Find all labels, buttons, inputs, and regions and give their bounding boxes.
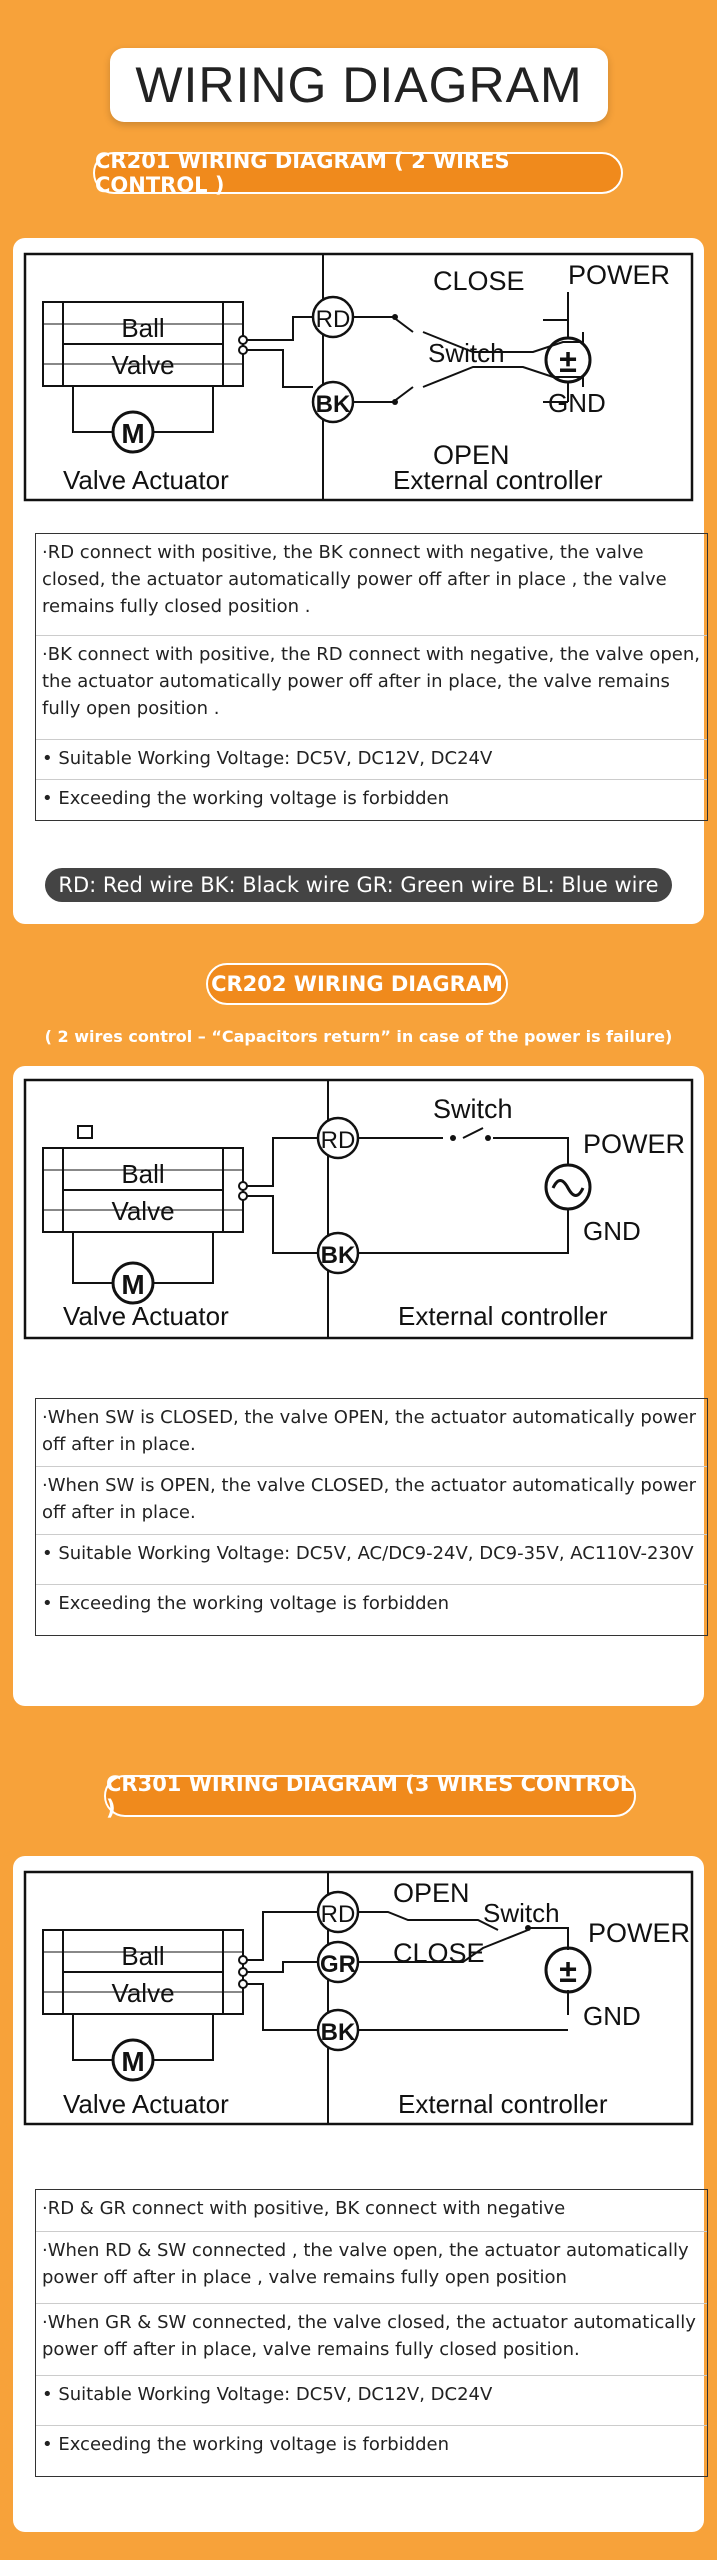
external-controller-label: External controller [398,2089,608,2119]
note-item: ·When GR & SW connected, the valve close… [36,2304,707,2376]
note-item: • Exceeding the working voltage is forbi… [42,2434,450,2455]
note-item: ·When SW is OPEN, the valve CLOSED, the … [36,1467,707,1535]
note-item: ·When SW is CLOSED, the valve OPEN, the … [36,1399,707,1467]
note-item: • Suitable Working Voltage: DC5V, DC12V,… [36,740,707,780]
note-item: • Exceeding the working voltage is forbi… [42,1593,450,1614]
note-item: • Exceeding the working voltage is forbi… [42,788,450,809]
valve-label: Valve [111,1196,174,1226]
card-cr201: Ball Valve M RD BK Switch CLOSE OPEN POW [13,238,708,924]
bk-label: BK [316,391,351,418]
dc-source-icon: ± [559,343,577,379]
gnd-label: GND [583,2001,641,2031]
ball-label: Ball [121,1941,164,1971]
close-label: CLOSE [433,266,525,296]
ball-label: Ball [121,1159,164,1189]
close-label: CLOSE [393,1938,485,1968]
note-item: ·BK connect with positive, the RD connec… [36,636,707,740]
switch-label: Switch [433,1094,513,1124]
bk-label: BK [321,1242,356,1269]
gnd-label: GND [583,1216,641,1246]
notes-cr301: ·RD & GR connect with positive, BK conne… [35,2189,708,2477]
open-label: OPEN [433,440,510,470]
card-cr202: Ball Valve M RD BK Switch POWER GND Valv… [13,1066,708,1706]
wiring-diagram-cr201: Ball Valve M RD BK Switch CLOSE OPEN POW [23,252,694,502]
section-heading-cr201: CR201 WIRING DIAGRAM ( 2 WIRES CONTROL ) [93,149,623,197]
power-label: POWER [588,1918,690,1948]
note-item: ·When RD & SW connected , the valve open… [36,2232,707,2304]
notes-cr201: ·RD connect with positive, the BK connec… [35,533,708,821]
section-heading-cr301: CR301 WIRING DIAGRAM (3 WIRES CONTROL ) [104,1772,636,1820]
rd-label: RD [321,1127,356,1154]
motor-label: M [121,418,144,449]
valve-actuator-label: Valve Actuator [63,2089,229,2119]
wiring-diagram-cr202: Ball Valve M RD BK Switch POWER GND Valv… [23,1078,694,1340]
bk-label: BK [321,2019,356,2046]
power-label: POWER [583,1129,685,1159]
switch-label: Switch [483,1898,560,1928]
external-controller-label: External controller [393,465,603,495]
cr202-subnote: ( 2 wires control – “Capacitors return” … [44,1027,673,1046]
ball-label: Ball [121,313,164,343]
gr-label: GR [320,1951,356,1978]
wiring-diagram-cr301: Ball Valve M RD GR BK OPEN Switch CLOSE … [23,1870,694,2126]
rd-label: RD [321,1901,356,1928]
wire-color-legend: RD: Red wire BK: Black wire GR: Green wi… [45,868,672,902]
power-label: POWER [568,260,670,290]
page-title: WIRING DIAGRAM [110,48,608,122]
note-item: • Suitable Working Voltage: DC5V, AC/DC9… [36,1535,707,1585]
note-item: • Suitable Working Voltage: DC5V, DC12V,… [36,2376,707,2426]
section-heading-cr202: CR202 WIRING DIAGRAM [206,963,508,1005]
valve-label: Valve [111,1978,174,2008]
card-cr301: Ball Valve M RD GR BK OPEN Switch CLOSE … [13,1856,708,2532]
dc-source-icon: ± [559,1953,577,1989]
valve-label: Valve [111,350,174,380]
note-item: ·RD connect with positive, the BK connec… [36,534,707,636]
external-controller-label: External controller [398,1301,608,1331]
valve-actuator-label: Valve Actuator [63,465,229,495]
valve-actuator-label: Valve Actuator [63,1301,229,1331]
motor-label: M [121,1269,144,1300]
motor-label: M [121,2046,144,2077]
ac-source-icon [551,1179,585,1197]
notes-cr202: ·When SW is CLOSED, the valve OPEN, the … [35,1398,708,1636]
rd-label: RD [316,306,351,333]
note-item: ·RD & GR connect with positive, BK conne… [36,2190,707,2232]
open-label: OPEN [393,1878,470,1908]
